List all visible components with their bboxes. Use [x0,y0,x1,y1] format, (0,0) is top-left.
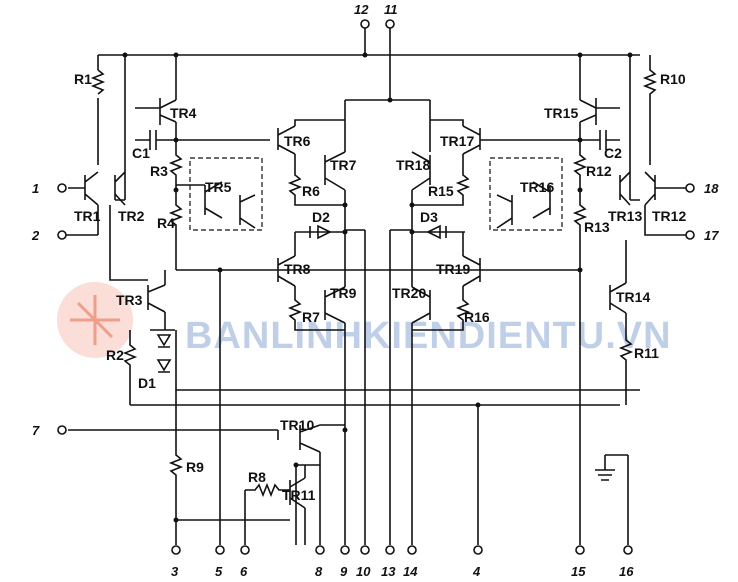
pin-17-terminal: 17 [685,228,719,243]
label-r10: R10 [660,71,686,87]
pin-10-label: 10 [356,564,371,579]
pin-9-label: 9 [340,564,348,579]
pin-8-label: 8 [315,564,323,579]
component-labels: R1 TR4 C1 R3 R4 TR5 TR1 TR2 TR3 R2 D1 R9… [74,71,686,503]
label-tr7: TR7 [330,157,357,173]
left-driver-stage [68,270,640,545]
label-r11: R11 [634,345,659,361]
pin-2-label: 2 [31,228,40,243]
label-tr17: TR17 [440,133,474,149]
label-tr1: TR1 [74,208,101,224]
center-left-output [277,119,366,545]
label-c2: C2 [604,145,622,161]
center-right-output [389,119,580,545]
label-tr18: TR18 [396,157,430,173]
label-tr14: TR14 [616,289,650,305]
pin-5-label: 5 [215,564,223,579]
label-tr11: TR11 [282,487,316,503]
label-tr2: TR2 [118,208,145,224]
label-r7: R7 [302,309,320,325]
label-r16: R16 [464,309,490,325]
label-c1: C1 [132,145,150,161]
watermark-logo-chip-icon [70,295,120,345]
pin-18-label: 18 [704,181,719,196]
label-tr9: TR9 [330,285,357,301]
label-r4: R4 [157,215,175,231]
label-tr16: TR16 [520,179,554,195]
label-r12: R12 [586,163,612,179]
pin-3-label: 3 [171,564,179,579]
label-tr3: TR3 [116,292,143,308]
label-d3: D3 [420,209,438,225]
label-r3: R3 [150,163,168,179]
pin-14-label: 14 [403,564,418,579]
label-tr4: TR4 [170,105,197,121]
pin-16-label: 16 [619,564,634,579]
left-input-stage [60,55,580,281]
label-r13: R13 [584,219,610,235]
label-tr5: TR5 [205,179,232,195]
label-tr20: TR20 [392,285,426,301]
pin-11-terminal: 11 [384,2,398,29]
label-tr13: TR13 [608,208,642,224]
pin-1-label: 1 [32,181,39,196]
pin-12-terminal: 12 [354,2,370,29]
watermark: BANLINHKIENDIENTU.VN [57,282,672,358]
bias-stage [219,270,345,545]
label-tr6: TR6 [284,133,311,149]
label-d2: D2 [312,209,330,225]
label-tr19: TR19 [436,261,470,277]
pin-13-label: 13 [381,564,396,579]
pin-7-terminal: 7 [32,423,67,438]
bottom-pins: 3 5 6 8 9 10 13 14 4 15 16 [171,545,634,579]
label-tr12: TR12 [652,208,686,224]
label-r8: R8 [248,469,266,485]
pin-1-terminal: 1 [32,181,67,196]
label-tr15: TR15 [544,105,578,121]
pin-17-label: 17 [704,228,719,243]
junction-dots [122,52,633,523]
label-r15: R15 [428,183,454,199]
label-r2: R2 [106,347,124,363]
pin-12-label: 12 [354,2,369,17]
pin-6-label: 6 [240,564,248,579]
pin-4-label: 4 [472,564,481,579]
pin-7-label: 7 [32,423,40,438]
right-input-stage [477,55,686,545]
label-r9: R9 [186,459,204,475]
label-tr8: TR8 [284,261,311,277]
label-d1: D1 [138,375,156,391]
pin-11-label: 11 [384,2,398,17]
pin-18-terminal: 18 [685,181,719,196]
watermark-text: BANLINHKIENDIENTU.VN [185,315,672,357]
pin-2-terminal: 2 [31,228,67,243]
label-r1: R1 [74,71,92,87]
label-r6: R6 [302,183,320,199]
label-tr10: TR10 [280,417,314,433]
pin-15-label: 15 [571,564,586,579]
